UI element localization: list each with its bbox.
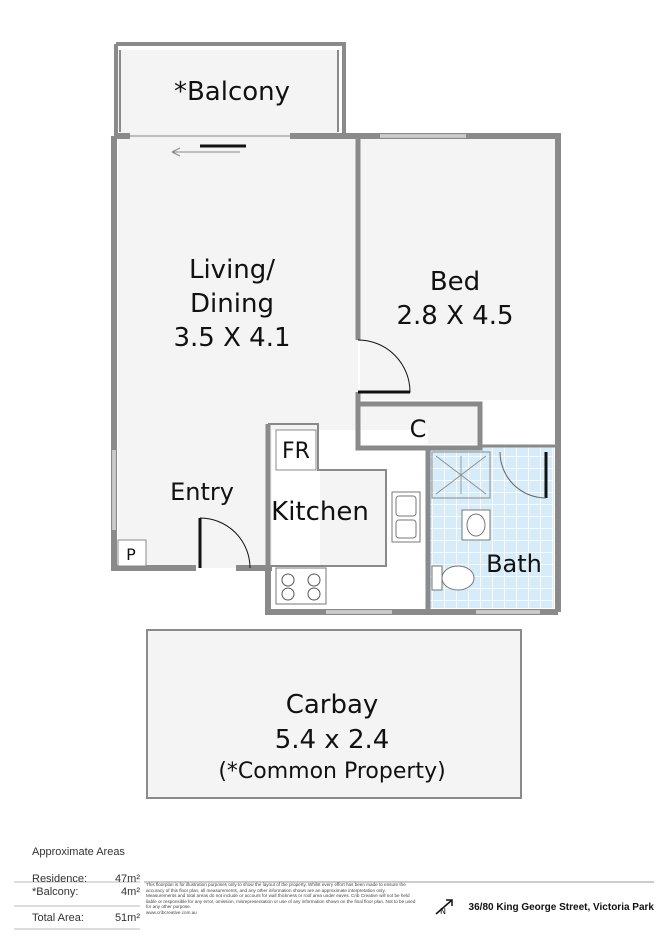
bed-floor <box>360 138 556 400</box>
bed-size: 2.8 X 4.5 <box>396 301 513 331</box>
arrow-icon <box>171 147 240 157</box>
basin-icon <box>466 513 486 537</box>
area-label: Residence: <box>32 873 88 885</box>
burner-icon <box>281 587 295 601</box>
toilet-tank <box>431 565 443 591</box>
svg-text:N: N <box>440 907 446 916</box>
bath-label: Bath <box>486 550 542 578</box>
kitchen-inner-floor <box>320 470 386 566</box>
balcony-wall <box>116 42 346 136</box>
cooktop <box>275 567 327 605</box>
outer-wall-right <box>290 133 561 612</box>
closet-label: C <box>410 415 427 443</box>
carbay-label: Carbay <box>286 690 379 720</box>
areas-heading: Approximate Areas <box>32 846 125 858</box>
carbay <box>146 629 522 799</box>
bath-door-swing <box>499 451 547 499</box>
carbay-size: 5.4 x 2.4 <box>275 725 390 755</box>
living-size: 3.5 X 4.1 <box>173 323 290 353</box>
kitchen-label: Kitchen <box>271 497 369 527</box>
area-label: Total Area: <box>32 912 84 924</box>
area-value: 47m² <box>114 873 140 885</box>
property-address: 36/80 King George Street, Victoria Park <box>468 902 654 913</box>
balcony-floor <box>118 50 338 138</box>
sink-basin-2 <box>395 519 417 539</box>
outer-wall-bottom <box>265 570 558 615</box>
pantry <box>117 539 147 567</box>
disclaimer-text: This floorplan is for illustration purpo… <box>146 882 416 916</box>
bed-door-swing <box>357 339 411 393</box>
entry-door-swing <box>199 517 251 569</box>
burner-icon <box>307 587 321 601</box>
burner-icon <box>281 573 295 587</box>
fridge-label: FR <box>282 439 310 464</box>
website-text: www.cribcreative.com.au <box>146 909 197 915</box>
outer-wall-left <box>111 136 196 571</box>
living-label-1: Living/ <box>189 255 275 285</box>
area-label: *Balcony: <box>32 886 79 898</box>
bed-label: Bed <box>430 267 480 297</box>
kitchen-bench <box>268 423 387 567</box>
north-arrow-icon: N <box>435 899 453 916</box>
shower <box>431 451 491 499</box>
balcony-label: *Balcony <box>174 77 290 107</box>
toilet-icon <box>441 565 475 591</box>
fridge <box>275 429 317 471</box>
area-value: 4m² <box>121 886 140 898</box>
pantry-label: P <box>126 545 136 564</box>
area-value: 51m² <box>114 912 140 924</box>
shower-drain-icon <box>435 455 487 495</box>
burner-icon <box>307 573 321 587</box>
living-label-2: Dining <box>190 289 274 319</box>
entry-label: Entry <box>170 478 234 506</box>
disclaimer-body: This floorplan is for illustration purpo… <box>146 882 416 910</box>
sink-basin <box>395 495 417 517</box>
carbay-note: (*Common Property) <box>218 759 445 784</box>
closet-wall <box>355 392 483 451</box>
